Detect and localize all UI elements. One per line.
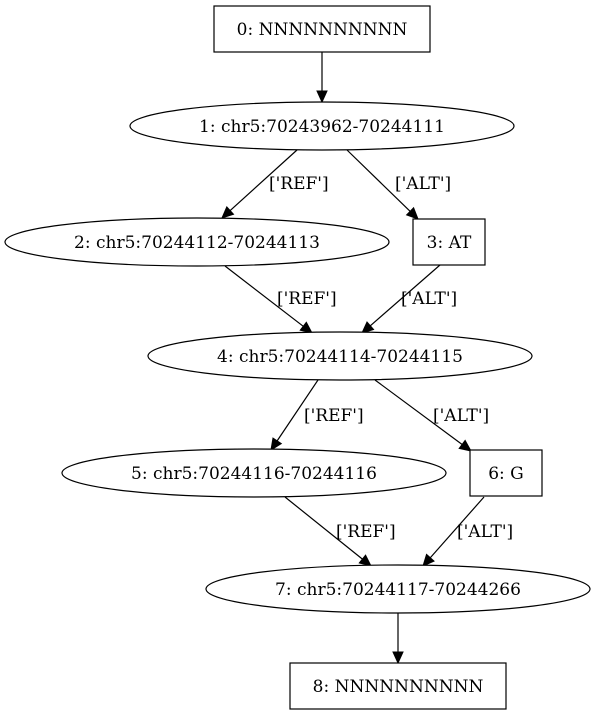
- edge-3-4: ['ALT']: [361, 264, 457, 334]
- node-label: 7: chr5:70244117-70244266: [275, 580, 521, 600]
- node-label: 2: chr5:70244112-70244113: [74, 233, 320, 253]
- node-label: 1: chr5:70243962-70244111: [199, 117, 445, 137]
- edge-0-1: [316, 52, 328, 104]
- node-box: [469, 449, 543, 497]
- node-ellipse: [147, 331, 533, 381]
- edge-line: [276, 379, 319, 442]
- node-ellipse: [205, 564, 591, 614]
- arrowhead: [221, 205, 235, 219]
- edge-7-8: [392, 613, 404, 665]
- edge-1-3: ['ALT']: [346, 149, 451, 220]
- edge-label: ['ALT']: [401, 289, 457, 309]
- arrowhead: [392, 651, 404, 665]
- node-4: 4: chr5:70244114-70244115: [147, 331, 533, 381]
- node-box: [412, 218, 486, 266]
- node-label: 3: AT: [427, 233, 472, 253]
- node-ellipse: [129, 101, 515, 151]
- arrowhead: [405, 206, 419, 220]
- node-1: 1: chr5:70243962-70244111: [129, 101, 515, 151]
- edge-2-4: ['REF']: [224, 265, 337, 334]
- node-label: 0: NNNNNNNNNN: [237, 20, 408, 40]
- edge-line: [284, 496, 363, 560]
- edge-line: [346, 149, 411, 212]
- arrowhead: [299, 321, 313, 334]
- node-label: 4: chr5:70244114-70244115: [217, 347, 463, 367]
- node-box: [213, 5, 431, 53]
- edge-line: [229, 149, 298, 212]
- edge-label: ['ALT']: [433, 406, 489, 426]
- edge-label: ['REF']: [269, 174, 329, 194]
- node-label: 6: G: [488, 464, 524, 484]
- arrowhead: [422, 553, 435, 567]
- arrowhead: [458, 439, 472, 452]
- node-5: 5: chr5:70244116-70244116: [61, 448, 447, 498]
- edge-4-5: ['REF']: [270, 379, 364, 452]
- node-ellipse: [4, 217, 390, 267]
- edge-label: ['REF']: [336, 522, 396, 542]
- arrowhead: [358, 554, 372, 567]
- node-3: 3: AT: [412, 218, 486, 266]
- edge-label: ['ALT']: [395, 174, 451, 194]
- node-2: 2: chr5:70244112-70244113: [4, 217, 390, 267]
- node-0: 0: NNNNNNNNNN: [213, 5, 431, 53]
- edge-line: [369, 264, 441, 327]
- edge-line: [224, 265, 304, 327]
- node-box: [289, 662, 507, 710]
- edge-line: [429, 496, 485, 559]
- edge-label: ['REF']: [304, 406, 364, 426]
- node-6: 6: G: [469, 449, 543, 497]
- arrowhead: [316, 90, 328, 104]
- edge-line: [374, 379, 463, 445]
- node-ellipse: [61, 448, 447, 498]
- edge-label: ['REF']: [277, 289, 337, 309]
- edge-4-6: ['ALT']: [374, 379, 489, 452]
- arrowhead: [361, 321, 375, 334]
- edge-6-7: ['ALT']: [422, 496, 513, 567]
- edge-label: ['ALT']: [457, 522, 513, 542]
- node-7: 7: chr5:70244117-70244266: [205, 564, 591, 614]
- node-label: 5: chr5:70244116-70244116: [131, 464, 377, 484]
- node-8: 8: NNNNNNNNNN: [289, 662, 507, 710]
- arrowhead: [270, 437, 283, 452]
- edge-1-2: ['REF']: [221, 149, 329, 219]
- node-label: 8: NNNNNNNNNN: [313, 677, 484, 697]
- edge-5-7: ['REF']: [284, 496, 396, 567]
